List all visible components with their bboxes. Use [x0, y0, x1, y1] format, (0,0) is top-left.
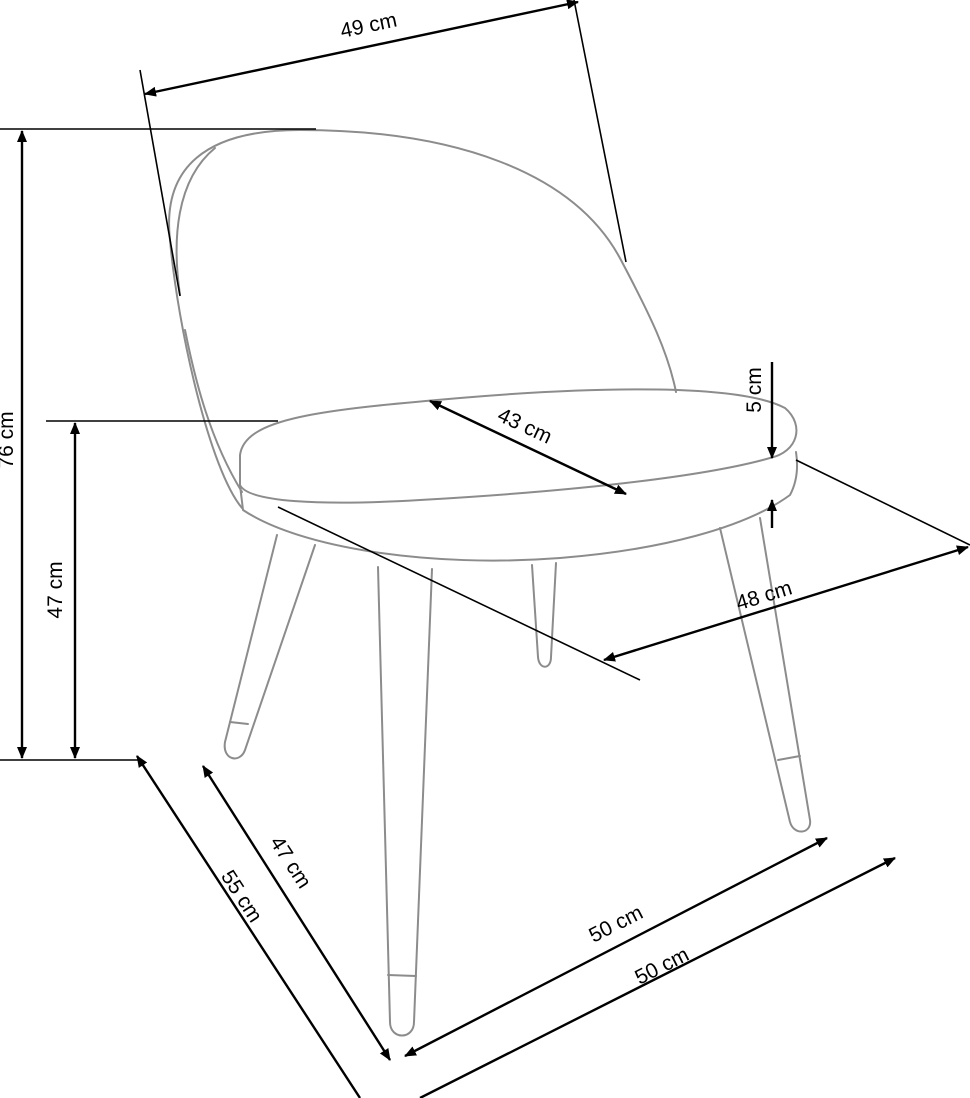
label-base-width-inner: 50 cm — [585, 901, 646, 947]
label-seat-thickness: 5 cm — [743, 367, 766, 413]
chair-backrest-front-edge — [184, 329, 243, 493]
chair-leg-front-left-tip — [387, 974, 417, 977]
chair-leg-back-left-tip — [229, 721, 249, 725]
dimension-arrow-seat-width — [603, 545, 969, 662]
dimension-arrow-base-depth-outer — [135, 755, 362, 1098]
label-seat-height: 47 cm — [44, 561, 67, 618]
chair-leg-back-left — [223, 534, 316, 760]
label-base-depth-inner: 47 cm — [265, 832, 315, 892]
label-back-width: 49 cm — [338, 8, 399, 42]
chair-seat-top — [239, 388, 798, 504]
chair-seat-side — [239, 451, 799, 562]
label-base-width-outer: 50 cm — [631, 943, 692, 989]
label-seat-depth: 43 cm — [494, 404, 556, 449]
label-total-height: 76 cm — [0, 411, 18, 468]
dimension-arrow-base-width-outer — [419, 856, 896, 1098]
dimension-arrow-base-depth-inner — [201, 765, 392, 1061]
chair-leg-back-right — [531, 562, 557, 668]
chair-leg-front-right-tip — [777, 755, 801, 761]
dimension-arrow-seat-depth — [429, 399, 627, 496]
chair-leg-front-left — [377, 566, 433, 1037]
dimension-arrow-base-width-inner — [404, 836, 828, 1058]
chair-leg-front-right — [719, 517, 812, 833]
dimension-arrow-back-width — [144, 0, 579, 97]
dimension-labels: 49 cm 76 cm 47 cm 43 cm 5 cm 48 cm 47 cm… — [0, 8, 795, 989]
chair-outline — [168, 129, 812, 1037]
chair-backrest-inner-edge — [175, 147, 216, 296]
chair-backrest — [168, 129, 677, 509]
